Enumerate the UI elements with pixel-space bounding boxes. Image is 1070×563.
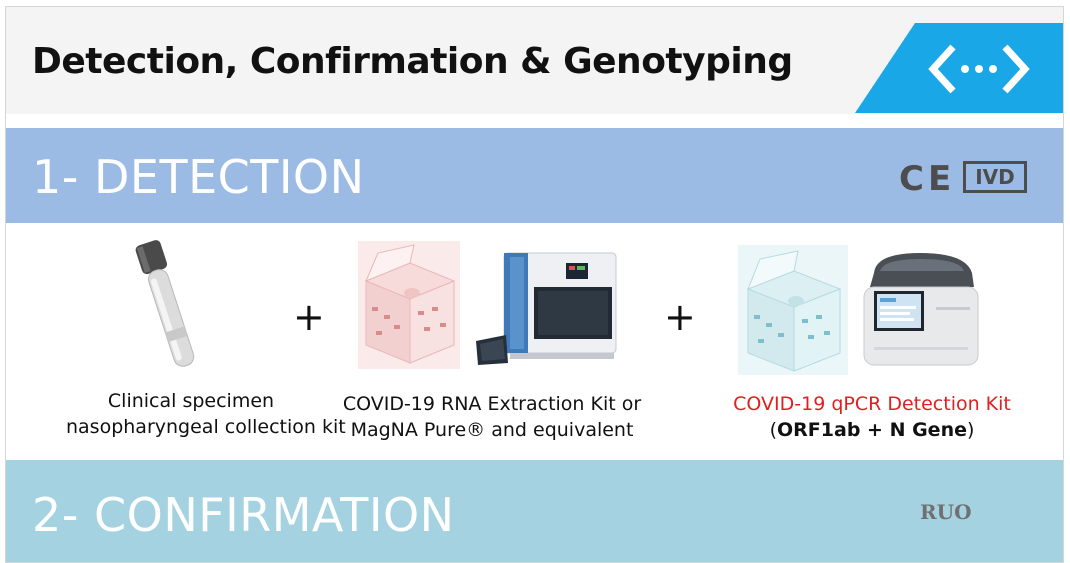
specimen-caption: Clinical specimen nasopharyngeal collect… [66, 388, 346, 440]
code-brackets-icon [855, 23, 1063, 113]
ivd-label: IVD [975, 165, 1015, 189]
header-divider [6, 114, 1063, 128]
extraction-caption-line1: COVID-19 RNA Extraction Kit or [342, 393, 642, 415]
detection-title: 1- DETECTION [32, 150, 365, 204]
page-title: Detection, Confirmation & Genotyping [32, 41, 793, 82]
paren-close: ) [966, 419, 975, 441]
detection-kit-box-icon [738, 245, 848, 375]
header: Detection, Confirmation & Genotyping [6, 7, 1063, 114]
gene-targets: ORF1ab + N Gene [777, 419, 967, 441]
detection-kit-caption-line2: (ORF1ab + N Gene) [722, 417, 1022, 443]
detection-kit-caption-line1: COVID-19 qPCR Detection Kit [733, 393, 1011, 415]
slide: Detection, Confirmation & Genotyping 1- … [5, 6, 1064, 563]
detection-content: + [6, 223, 1063, 460]
confirmation-band: 2- CONFIRMATION RUO [6, 460, 1063, 562]
ruo-label: RUO [920, 500, 972, 524]
ce-mark-icon: CE [899, 159, 956, 199]
specimen-tube-icon [135, 240, 195, 367]
ivd-badge: IVD [963, 161, 1027, 193]
plus-sign: + [293, 295, 325, 339]
confirmation-title: 2- CONFIRMATION [32, 488, 455, 542]
extraction-kit-box-icon [358, 241, 460, 369]
extraction-caption-line2: MagNA Pure® and equivalent [350, 419, 634, 441]
qpcr-instrument-icon [863, 253, 979, 366]
plus-sign: + [664, 295, 696, 339]
extraction-instrument-icon [476, 252, 617, 365]
paren-open: ( [769, 419, 778, 441]
detection-band: 1- DETECTION CE IVD [6, 128, 1063, 223]
specimen-caption-line2: nasopharyngeal collection kit [66, 416, 346, 438]
specimen-caption-line1: Clinical specimen [107, 390, 275, 412]
extraction-caption: COVID-19 RNA Extraction Kit or MagNA Pur… [332, 391, 652, 443]
detection-kit-caption: COVID-19 qPCR Detection Kit (ORF1ab + N … [722, 391, 1022, 443]
